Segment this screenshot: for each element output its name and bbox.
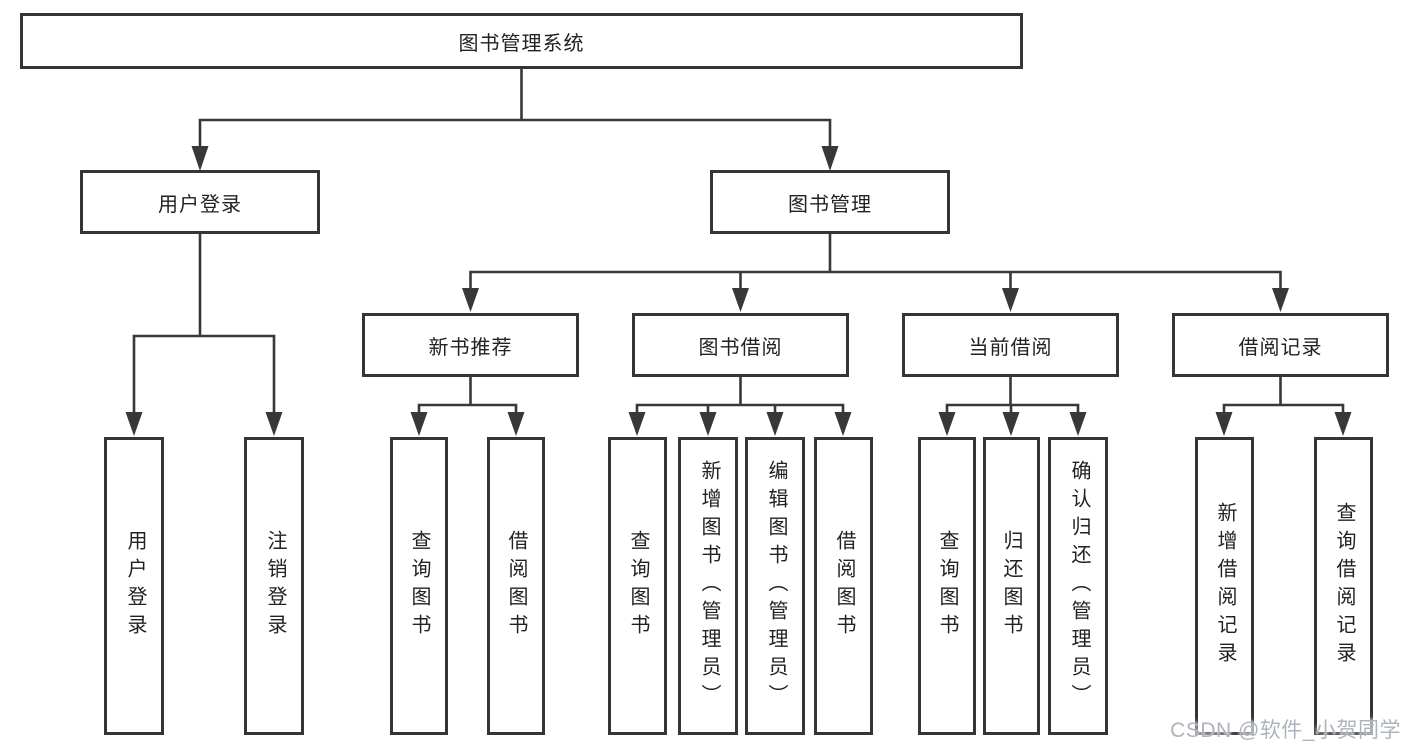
- node-current-borrowing: 当前借阅: [902, 313, 1119, 377]
- node-borrowing-records: 借阅记录: [1172, 313, 1389, 377]
- leaf-newbook-borrow: 借阅图书: [487, 437, 545, 735]
- leaf-borrowing-query: 查询图书: [608, 437, 667, 735]
- node-book-management: 图书管理: [710, 170, 950, 234]
- leaf-records-query: 查询借阅记录: [1314, 437, 1373, 735]
- leaf-newbook-query: 查询图书: [390, 437, 448, 735]
- node-user-login: 用户登录: [80, 170, 320, 234]
- leaf-current-return: 归还图书: [983, 437, 1040, 735]
- leaf-borrowing-add-admin: 新增图书（管理员）: [678, 437, 738, 735]
- leaf-current-confirm-admin: 确认归还（管理员）: [1048, 437, 1108, 735]
- leaf-borrowing-borrow: 借阅图书: [814, 437, 873, 735]
- node-root: 图书管理系统: [20, 13, 1023, 69]
- leaf-user-login: 用户登录: [104, 437, 164, 735]
- node-book-borrowing: 图书借阅: [632, 313, 849, 377]
- leaf-logout: 注销登录: [244, 437, 304, 735]
- node-new-book-recommend: 新书推荐: [362, 313, 579, 377]
- leaf-current-query: 查询图书: [918, 437, 976, 735]
- leaf-borrowing-edit-admin: 编辑图书（管理员）: [745, 437, 805, 735]
- leaf-records-add: 新增借阅记录: [1195, 437, 1254, 735]
